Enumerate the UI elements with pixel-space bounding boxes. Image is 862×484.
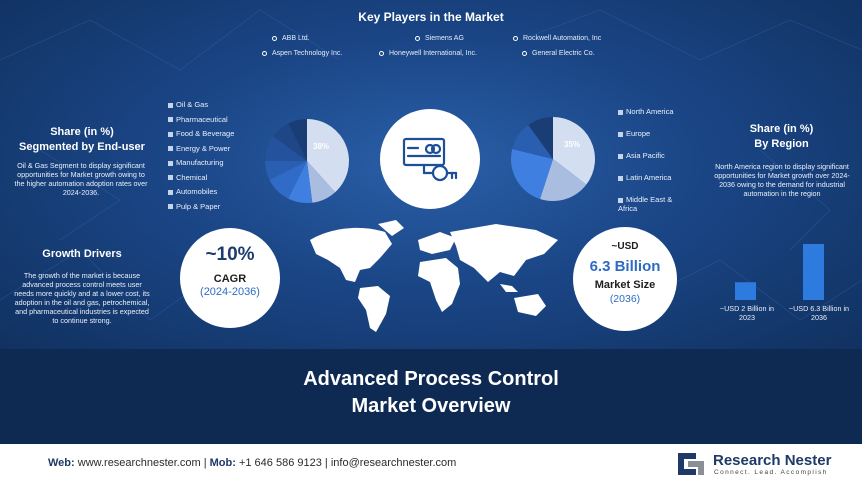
asia-shape — [450, 224, 558, 282]
key-player-aspen: Aspen Technology Inc. — [262, 50, 342, 57]
legend-item: Pharmaceutical — [168, 115, 234, 130]
end-user-legend: Oil & Gas Pharmaceutical Food & Beverage… — [168, 100, 234, 216]
legend-item: Oil & Gas — [168, 100, 234, 115]
world-map — [310, 220, 558, 332]
market-size-bar-chart — [735, 244, 824, 300]
europe-shape — [418, 232, 456, 254]
africa-shape — [418, 258, 460, 312]
phone-number[interactable]: +1 646 586 9123 — [238, 457, 322, 469]
cagr-circle: ~10% CAGR (2024-2036) — [180, 228, 280, 328]
research-nester-logo-icon — [678, 453, 704, 475]
legend-item: Energy & Power — [168, 144, 234, 159]
legend-item: Middle East & Africa — [618, 195, 673, 213]
logo-tagline: Connect. Lead. Accomplish — [714, 469, 828, 476]
footer: Web: www.researchnester.com | Mob: +1 64… — [0, 444, 862, 484]
key-player-rockwell: Rockwell Automation, Inc — [513, 35, 601, 42]
bullet-icon — [513, 35, 518, 41]
pie-slice-automobiles — [273, 123, 307, 161]
pie-slice-middle-east-africa — [528, 116, 553, 159]
region-title: Share (in %) By Region — [749, 123, 814, 150]
legend-item: Manufacturing — [168, 158, 234, 173]
region-legend: North America Europe Asia Pacific Latin … — [618, 107, 698, 217]
market-size-year: (2036) — [609, 293, 641, 305]
pie-slice-manufacturing — [264, 161, 307, 180]
market-size-value: 6.3 Billion — [589, 258, 661, 275]
legend-item: Europe — [618, 129, 698, 151]
pie-slice-food-beverage — [288, 161, 313, 204]
market-size-circle: ~USD 6.3 Billion Market Size (2036) — [573, 227, 677, 331]
bar-2036 — [803, 244, 824, 300]
main-title: Advanced Process Control Market Overview — [303, 368, 559, 417]
bullet-icon — [272, 35, 277, 41]
legend-item: Automobiles — [168, 187, 234, 202]
legend-item: Food & Beverage — [168, 129, 234, 144]
pie-slice-north-america — [553, 117, 596, 185]
growth-drivers-title: Growth Drivers — [42, 248, 122, 260]
legend-item: Chemical — [168, 173, 234, 188]
key-player-siemens: Siemens AG — [415, 35, 464, 42]
australia-shape — [514, 294, 546, 316]
legend-item: Latin America — [618, 173, 698, 195]
key-player-abb: ABB Ltd. — [272, 35, 310, 42]
legend-item: Asia Pacific — [618, 151, 698, 173]
website-link[interactable]: www.researchnester.com — [77, 457, 201, 469]
bullet-icon — [522, 50, 527, 56]
bar-2023 — [735, 282, 756, 300]
end-user-description: Oil & Gas Segment to display significant… — [14, 161, 148, 197]
email-link[interactable]: info@researchnester.com — [330, 457, 457, 469]
key-player-ge: General Electric Co. — [522, 50, 595, 57]
end-user-title: Share (in %) Segmented by End-user — [19, 126, 145, 153]
market-size-prefix: ~USD — [611, 241, 639, 252]
end-user-pie-chart — [264, 118, 349, 204]
key-player-honeywell: Honeywell International, Inc. — [379, 50, 477, 57]
footer-contact: Web: www.researchnester.com | Mob: +1 64… — [48, 457, 457, 469]
region-pie-label: 35% — [564, 140, 581, 149]
south-america-shape — [358, 286, 390, 332]
region-description: North America region to display signific… — [714, 162, 850, 198]
bullet-icon — [415, 35, 420, 41]
north-america-shape — [310, 227, 392, 282]
bullet-icon — [262, 50, 267, 56]
pie-slice-pulp-paper — [288, 118, 307, 161]
pie-slice-oil-gas — [307, 119, 349, 193]
pie-slice-europe — [540, 159, 587, 202]
cagr-period: (2024-2036) — [200, 286, 260, 298]
pie-slice-asia-pacific — [510, 149, 553, 199]
center-icon-circle — [380, 109, 480, 209]
end-user-pie-label: 38% — [313, 142, 330, 151]
bar-label-2023: ~USD 2 Billion in 2023 — [719, 304, 775, 322]
growth-drivers-description: The growth of the market is because adva… — [14, 271, 150, 325]
indonesia-shape — [500, 284, 518, 292]
cagr-label: CAGR — [213, 273, 247, 285]
pie-slice-chemical — [264, 136, 307, 161]
bullet-icon — [379, 50, 384, 56]
pie-slice-pharmaceutical — [307, 161, 336, 203]
legend-item: Pulp & Paper — [168, 202, 234, 217]
pie-slice-latin-america — [512, 125, 553, 159]
network-pattern — [0, 9, 862, 321]
pie-slice-energy-power — [269, 161, 307, 199]
legend-item: North America — [618, 107, 698, 129]
greenland-shape — [378, 220, 404, 236]
key-players-title: Key Players in the Market — [358, 10, 504, 24]
title-band — [0, 349, 862, 444]
bar-label-2036: ~USD 6.3 Billion in 2036 — [788, 304, 850, 322]
cagr-value: ~10% — [205, 244, 255, 265]
market-size-label: Market Size — [594, 279, 656, 291]
control-panel-icon — [402, 137, 458, 182]
region-pie-chart — [510, 116, 596, 202]
logo-name: Research Nester — [713, 452, 832, 469]
